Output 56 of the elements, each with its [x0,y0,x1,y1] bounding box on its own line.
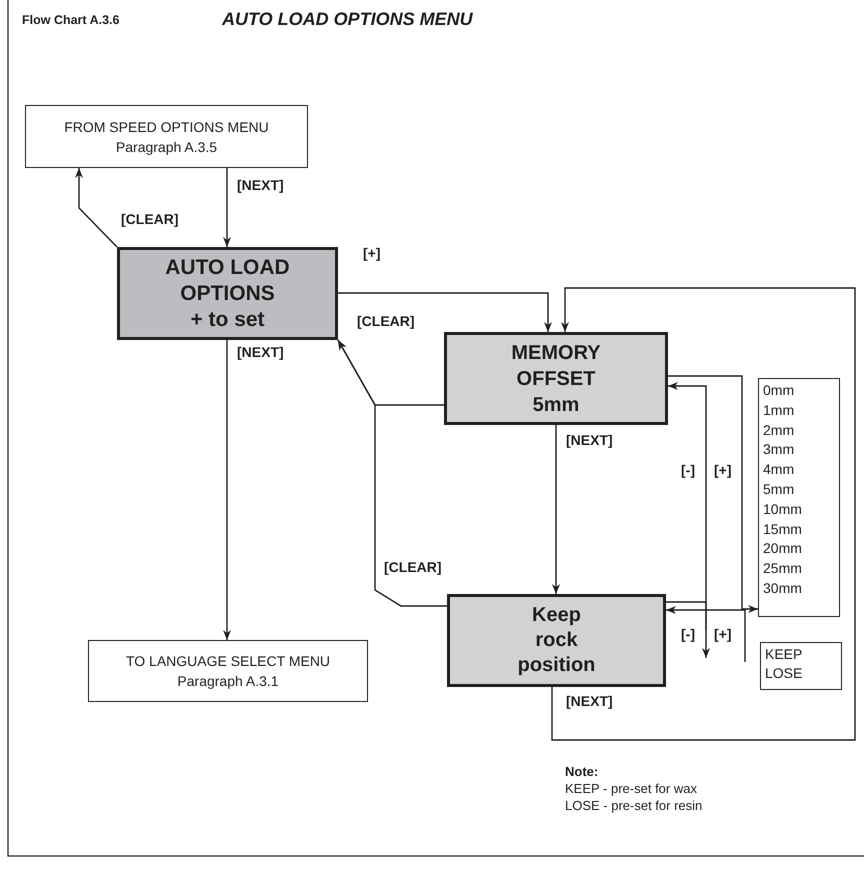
node-title: AUTO LOAD OPTIONS [164,254,291,306]
note-text: KEEP - pre-set for wax [565,781,697,796]
edge-label: [+] [713,462,732,478]
note-text: LOSE - pre-set for resin [565,798,702,813]
option-text: 15mm [763,520,802,539]
edge-label: [CLEAR] [383,559,443,575]
note-heading: Note: [565,764,598,779]
option-text: 2mm [763,420,794,440]
arrow [75,168,118,248]
node-subtitle: + to set [190,306,265,332]
node-title: TO LANGUAGE SELECT MENU [126,652,330,671]
options-list-box [758,378,840,617]
arrow [551,287,856,741]
edge-label: [NEXT] [565,693,614,709]
option-text: KEEP [765,645,802,664]
options-list-box [760,642,842,690]
node-title: Keep rock position [516,603,596,678]
menu-state-box [447,594,666,687]
option-text: LOSE [765,664,802,683]
edge-label: [CLEAR] [356,313,416,329]
edge-label: [NEXT] [236,177,285,193]
node-title: FROM SPEED OPTIONS MENU [64,118,269,136]
arrow [666,601,710,658]
option-text: 20mm [763,539,802,558]
node-title: MEMORY OFFSET [510,340,602,392]
option-text: 5mm [763,480,794,499]
arrow [668,375,758,613]
node-subtitle: Paragraph A.3.1 [177,672,279,691]
option-text: 4mm [763,460,794,480]
chart-number: Flow Chart A.3.6 [22,13,120,27]
arrow [338,292,552,332]
arrow [223,168,231,247]
edge-label: [-] [680,626,696,642]
edge-label: [+] [362,245,382,261]
node-subtitle: 5mm [532,392,580,418]
edge-label: [NEXT] [565,432,614,448]
edge-label: [CLEAR] [120,211,180,227]
menu-state-box [444,332,668,425]
menu-link-box [25,105,308,168]
edge-label: [NEXT] [236,344,285,360]
option-text: 0mm [763,381,794,400]
edge-label: [-] [680,462,696,478]
arrow [666,606,746,662]
arrow [552,425,560,594]
option-text: 10mm [763,500,802,519]
node-subtitle: Paragraph A.3.5 [116,138,218,156]
menu-state-box [117,247,338,340]
option-text: 30mm [763,578,802,598]
arrow [223,340,231,640]
diagram-title: AUTO LOAD OPTIONS MENU [222,9,473,30]
option-text: 1mm [763,400,794,420]
edge-label: [+] [713,626,732,642]
option-text: 25mm [763,559,802,578]
menu-link-box [88,640,368,702]
option-text: 3mm [763,440,794,460]
arrow [337,340,447,607]
